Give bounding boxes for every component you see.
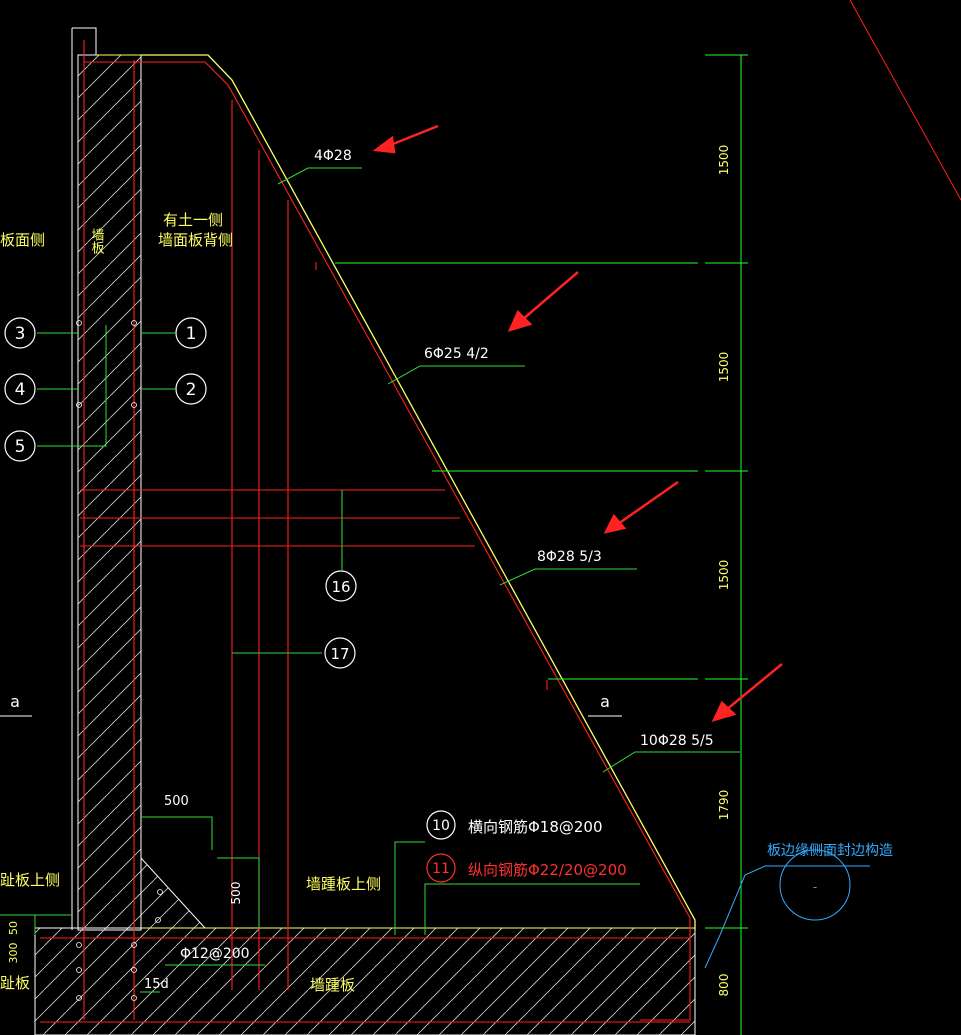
dim-seg3: 1500 [717, 560, 731, 591]
wall-outer-label: 板面侧 [0, 231, 45, 249]
longitudinal-rebar-note: 纵向钢筋Φ22/20@200 [468, 861, 627, 879]
rebar-callout-4: 10Φ28 5/5 [640, 733, 714, 749]
annotation-arrows [372, 124, 783, 723]
dim-bottom: 800 [717, 974, 731, 997]
rebar-callout-1: 4Φ28 [314, 148, 352, 164]
wall-inner-label: 墙板 [89, 228, 105, 255]
heel-slab-label: 墙踵板 [310, 976, 355, 994]
buttress-outline [141, 54, 696, 930]
rebar-dots [76, 320, 163, 1001]
leader-lines [0, 167, 740, 993]
marker-17: 17 [330, 645, 349, 663]
section-mark-left: a [10, 692, 20, 711]
marker-3: 3 [15, 324, 26, 344]
rebar-callout-3: 8Φ28 5/3 [537, 549, 602, 565]
dimension-chain [335, 54, 748, 1035]
dim-left-300: 300 [7, 943, 20, 964]
marker-10: 10 [432, 818, 450, 834]
rebar-callout-2: 6Φ25 4/2 [424, 346, 489, 362]
dim-left-50: 50 [7, 921, 20, 935]
stirrup-callout: Φ12@200 [180, 946, 250, 962]
fill-side-label-2: 墙面板背侧 [158, 231, 233, 249]
edge-detail-note: 板边缘侧面封边构造 [767, 843, 893, 859]
marker-5: 5 [15, 437, 26, 457]
fill-side-label-1: 有土一侧 [163, 211, 223, 229]
wall-stem [71, 27, 205, 931]
toe-top-label: 趾板上侧 [0, 871, 60, 889]
marker-1: 1 [186, 324, 197, 344]
anchor-callout: 15d [144, 977, 169, 992]
dim-seg1: 1500 [717, 145, 731, 176]
dim-seg4: 1790 [717, 790, 731, 821]
heel-top-label: 墙踵板上侧 [306, 875, 381, 893]
marker-4: 4 [15, 380, 26, 400]
toe-slab-label: 趾板 [0, 974, 30, 992]
dim-width-500: 500 [164, 794, 189, 809]
marker-11: 11 [432, 861, 450, 877]
marker-16: 16 [331, 578, 350, 596]
edge-detail-callout [704, 849, 870, 969]
dim-seg2: 1500 [717, 352, 731, 383]
transverse-rebar-note: 横向钢筋Φ18@200 [468, 818, 603, 836]
marker-circles [4, 317, 456, 883]
dim-height-500: 500 [229, 882, 243, 905]
edge-detail-circle-label: - [813, 880, 817, 894]
marker-2: 2 [186, 380, 197, 400]
section-mark-right: a [600, 692, 610, 711]
property-line [849, 0, 961, 201]
rebar-lines [40, 40, 691, 1023]
